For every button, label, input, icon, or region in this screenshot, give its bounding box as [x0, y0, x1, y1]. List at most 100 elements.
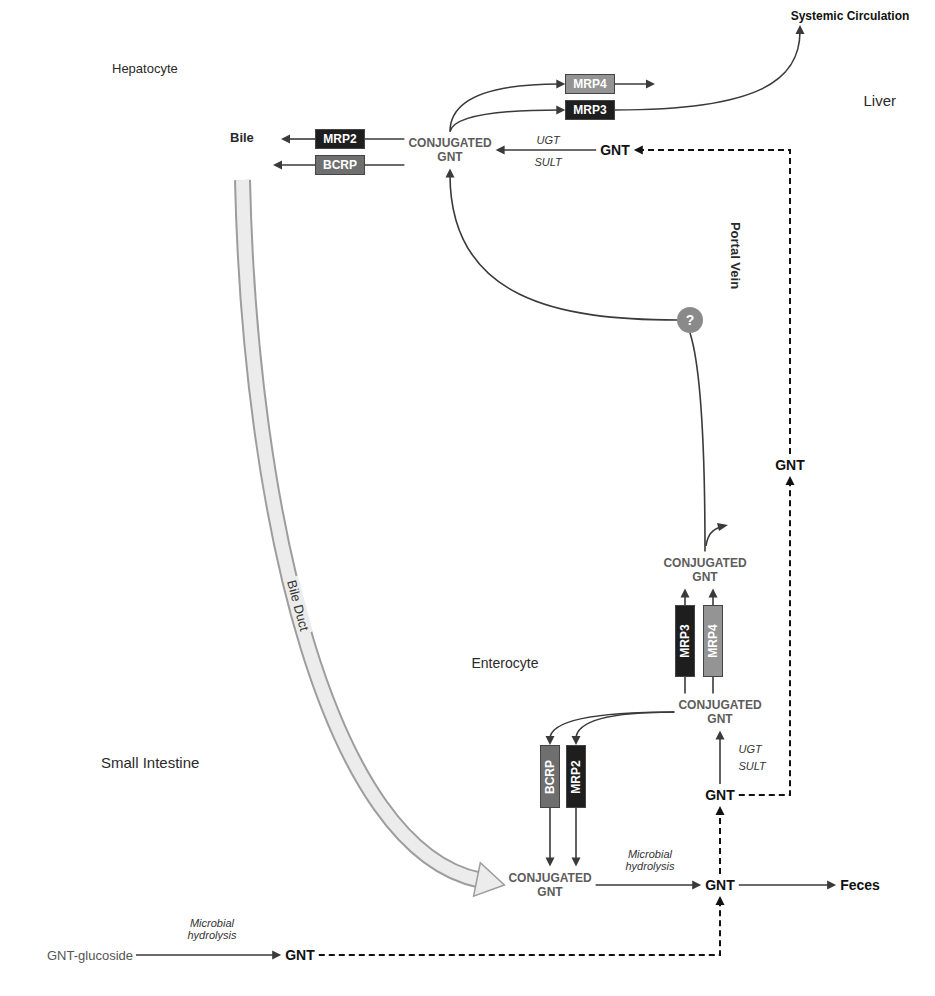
connector-line	[287, 138, 315, 140]
connector	[365, 139, 405, 140]
connector-line	[596, 884, 696, 886]
arrowhead	[546, 858, 555, 867]
enzyme-label: SULT	[739, 760, 766, 772]
connector	[281, 135, 315, 144]
connector	[450, 106, 565, 132]
duct-outline	[243, 180, 480, 880]
connector-line	[615, 83, 649, 85]
node-text: BCRP	[323, 158, 357, 172]
connector	[685, 677, 686, 694]
region-shape: HepatocyteBileMRP2BCRPCONJUGATED GNTMRP4…	[100, 55, 650, 350]
arrowhead	[716, 730, 725, 739]
text-node: Systemic Circulation	[788, 7, 913, 25]
node-text: Portal Vein	[728, 221, 743, 288]
metabolite-label: GNT	[701, 784, 739, 806]
connector	[546, 808, 555, 867]
arrowhead	[272, 951, 281, 960]
connector-line	[739, 482, 790, 795]
metabolite-label: CONJUGATED GNT	[404, 132, 495, 169]
transporter-box: MRP3	[675, 605, 695, 677]
arrowhead	[716, 896, 725, 905]
region-outline	[15, 25, 935, 475]
unknown-transporter-circle: ?	[677, 307, 703, 333]
connector-line	[136, 954, 275, 956]
metabolite-label: CONJUGATED GNT	[504, 867, 595, 904]
node-text: Enterocyte	[472, 655, 539, 671]
node-text: MRP4	[706, 624, 720, 657]
connector-line	[550, 712, 674, 739]
connector	[273, 161, 315, 170]
connector	[496, 146, 597, 155]
dashed-connector	[319, 896, 725, 955]
transporter-box: MRP2	[315, 129, 364, 149]
connector-line	[576, 712, 674, 739]
node-text: Liver	[864, 92, 897, 109]
metabolite-label: GNT	[281, 944, 319, 966]
metabolite-label: CONJUGATED GNT	[674, 694, 765, 731]
dashed-connector	[739, 476, 795, 795]
node-text: CONJUGATED GNT	[663, 556, 746, 584]
node-text: GNT-glucoside	[47, 948, 133, 963]
transporter-box: BCRP	[315, 155, 365, 175]
region-shape: LiverHepatocyteBileMRP2BCRPCONJUGATED GN…	[15, 25, 935, 475]
node-text: GNT	[600, 142, 630, 158]
bile-duct-arrow	[243, 180, 505, 896]
node-text: MRP2	[323, 132, 356, 146]
dashed-connector	[634, 146, 790, 455]
connector	[615, 80, 655, 89]
arrowhead	[716, 806, 725, 815]
arrowhead	[827, 881, 836, 890]
arrowhead	[692, 881, 701, 890]
transporter-box: MRP2	[566, 745, 586, 808]
node-text: Feces	[840, 877, 880, 893]
enzyme-label: UGT	[739, 743, 762, 755]
arrowhead	[572, 858, 581, 867]
arrowhead	[273, 161, 282, 170]
metabolite-label: GNT	[596, 139, 634, 161]
connector-line	[450, 110, 559, 132]
connector	[572, 808, 581, 867]
edge-label-text: Microbial hydrolysis	[188, 917, 237, 942]
connector-line	[684, 677, 686, 694]
enzyme-label-text: UGT	[739, 743, 762, 755]
connector-line	[712, 677, 714, 694]
connector	[365, 165, 404, 166]
connector	[615, 25, 805, 110]
metabolite-label: CONJUGATED GNT	[659, 552, 750, 589]
connector-line	[450, 174, 677, 320]
metabolite-label: GNT	[701, 874, 739, 896]
arrowhead	[572, 736, 581, 745]
connector	[450, 80, 565, 132]
arrowhead	[474, 863, 505, 896]
connector-line	[450, 84, 559, 132]
dashed-connector	[716, 806, 725, 874]
node-text: MRP3	[573, 103, 606, 117]
arrowhead	[634, 146, 643, 155]
arrowhead	[786, 476, 795, 485]
connector-line	[365, 138, 405, 140]
connector	[690, 333, 705, 552]
transporter-box: MRP3	[565, 100, 614, 120]
region-outline	[0, 640, 935, 996]
node-text: GNT	[775, 457, 805, 473]
metabolite-label: GNT	[771, 454, 809, 476]
enzyme-label-text: SULT	[739, 760, 766, 772]
connector-line	[279, 164, 315, 166]
arrowhead	[556, 80, 565, 89]
connector-line	[502, 149, 597, 151]
transporter-box: MRP4	[565, 74, 614, 94]
connector-line	[690, 333, 705, 552]
connector	[681, 588, 690, 605]
edge-label-text: Microbial hydrolysis	[626, 848, 675, 873]
connector	[739, 881, 836, 890]
enzyme-label-text: UGT	[537, 134, 560, 146]
text-node: GNT-glucoside	[44, 946, 136, 965]
node-text: Small Intestine	[101, 754, 199, 771]
node-text: Hepatocyte	[112, 61, 178, 76]
transporter-box: MRP4	[703, 605, 723, 677]
arrowhead	[281, 135, 290, 144]
enzyme-label: UGT	[537, 134, 560, 146]
enzyme-label-text: SULT	[535, 156, 562, 168]
duct-fill	[243, 180, 480, 880]
metabolite-label: Feces	[836, 874, 884, 896]
